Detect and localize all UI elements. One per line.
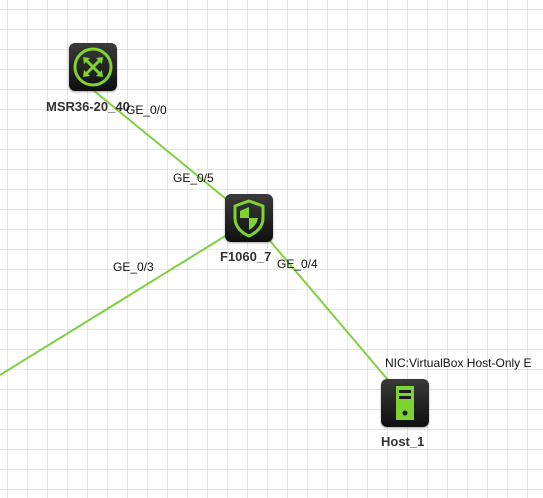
port-label-firewall-ge0-5: GE_0/5 (173, 171, 214, 185)
host-label[interactable]: Host_1 (381, 434, 425, 449)
link-firewall-host[interactable] (253, 221, 406, 401)
port-label-host-nic: NIC:VirtualBox Host-Only E (385, 356, 532, 370)
link-router-firewall[interactable] (92, 89, 249, 218)
router-icon (73, 47, 113, 87)
router-device[interactable] (69, 43, 117, 91)
host-device[interactable] (381, 379, 429, 427)
link-firewall-left[interactable] (0, 221, 249, 376)
port-label-router-ge0-0: GE_0/0 (126, 103, 167, 117)
port-label-firewall-ge0-4: GE_0/4 (277, 257, 318, 271)
firewall-shield-icon (233, 199, 265, 238)
router-label[interactable]: MSR36-20_40 (46, 99, 130, 114)
firewall-label[interactable]: F1060_7 (220, 249, 272, 264)
firewall-device[interactable] (225, 194, 273, 242)
port-label-firewall-ge0-3: GE_0/3 (113, 260, 154, 274)
host-server-icon (396, 386, 414, 420)
